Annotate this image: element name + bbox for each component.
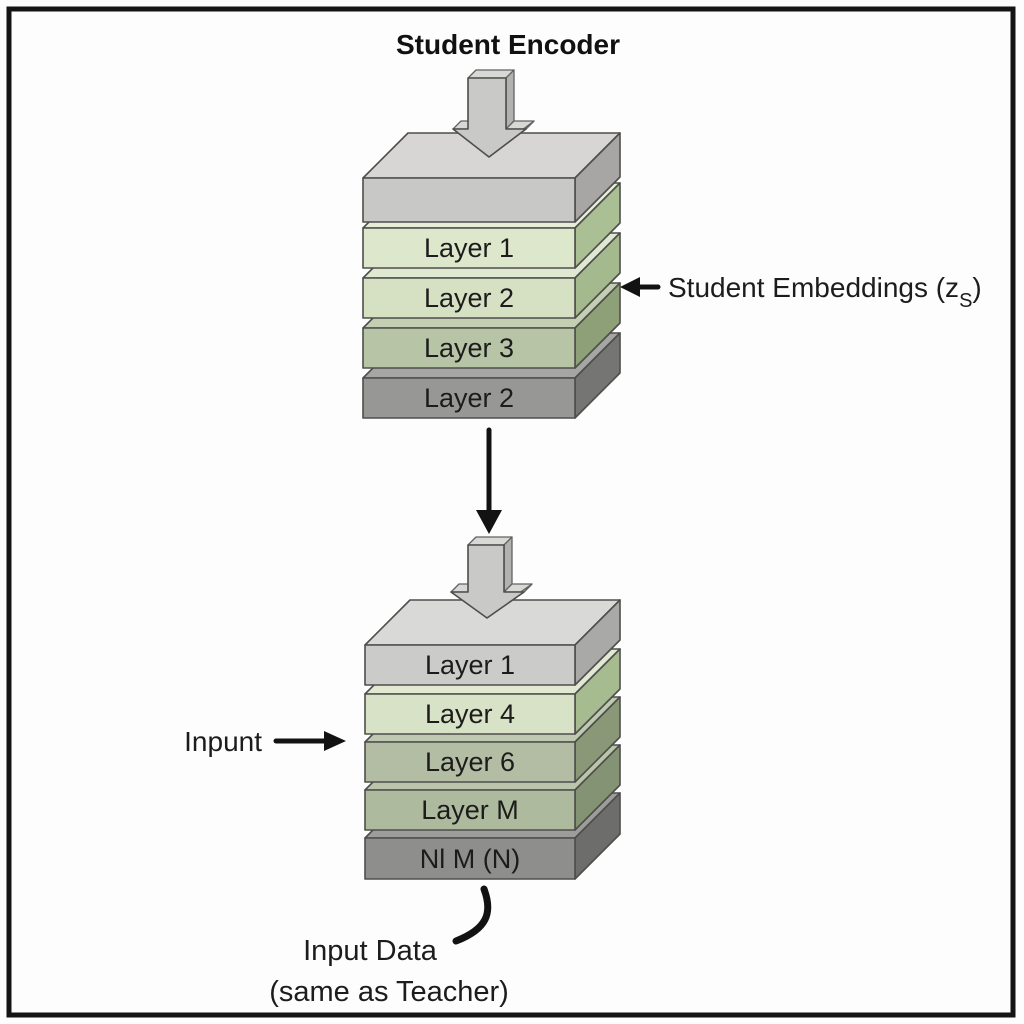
input-label: Inpunt [184,726,262,757]
embeddings-suffix: ) [972,272,981,303]
page-title: Student Encoder [396,29,620,60]
layer-front-face [362,277,576,319]
curved-connector [452,885,492,945]
arrow-stem-side-face [505,69,515,130]
student-embeddings-label: Student Embeddings (zS) [668,272,982,312]
input-data-annotation: Input Data (same as Teacher) [269,885,509,1008]
layer-label: Layer 2 [424,283,514,313]
layer-label: Layer 1 [424,233,514,263]
layer-front-face [362,227,576,269]
layer-front-face [364,644,576,686]
layer-front-face [364,693,576,735]
layer-front-face [362,327,576,369]
left-arrow-head-icon [620,277,640,297]
layer-box: Layer 1 [364,599,621,686]
block-arrow-down-icon [450,536,533,619]
layer-label: Layer 4 [425,699,515,729]
layer-front-face [364,741,576,783]
block-arrow-down-icon [452,69,535,158]
input-data-caption-line2: (same as Teacher) [269,976,509,1008]
student-embeddings-annotation: Student Embeddings (zS) [620,272,982,312]
right-arrow-head-icon [324,731,346,751]
arrow-stem-side-face [503,536,513,593]
layer-label: Nl M (N) [420,844,520,874]
input-annotation: Inpunt [184,726,346,757]
layer-label: Layer M [421,795,519,825]
layer-label: Layer 6 [425,747,515,777]
arrow-front-face [450,544,525,619]
lower-stack: Nl M (N) Layer M Layer 6 Layer 4 [364,536,621,880]
layer-front-face [362,377,576,419]
input-data-caption-line1: Input Data [303,935,438,967]
arrow-front-face [452,77,527,158]
slab-front-face [362,177,576,223]
student-encoder-stack: Layer 2 Layer 3 Layer 2 Layer 1 [362,69,621,419]
layer-label: Layer 1 [425,650,515,680]
layer-front-face [364,837,576,880]
layer-label: Layer 2 [424,383,514,413]
down-arrow-head-icon [476,510,502,534]
layer-front-face [364,789,576,831]
layer-label: Layer 3 [424,333,514,363]
down-arrow-connector [476,427,502,534]
frame-border [6,6,1016,1018]
embeddings-text: Student Embeddings (z [668,272,959,303]
embeddings-subscript: S [959,290,972,312]
